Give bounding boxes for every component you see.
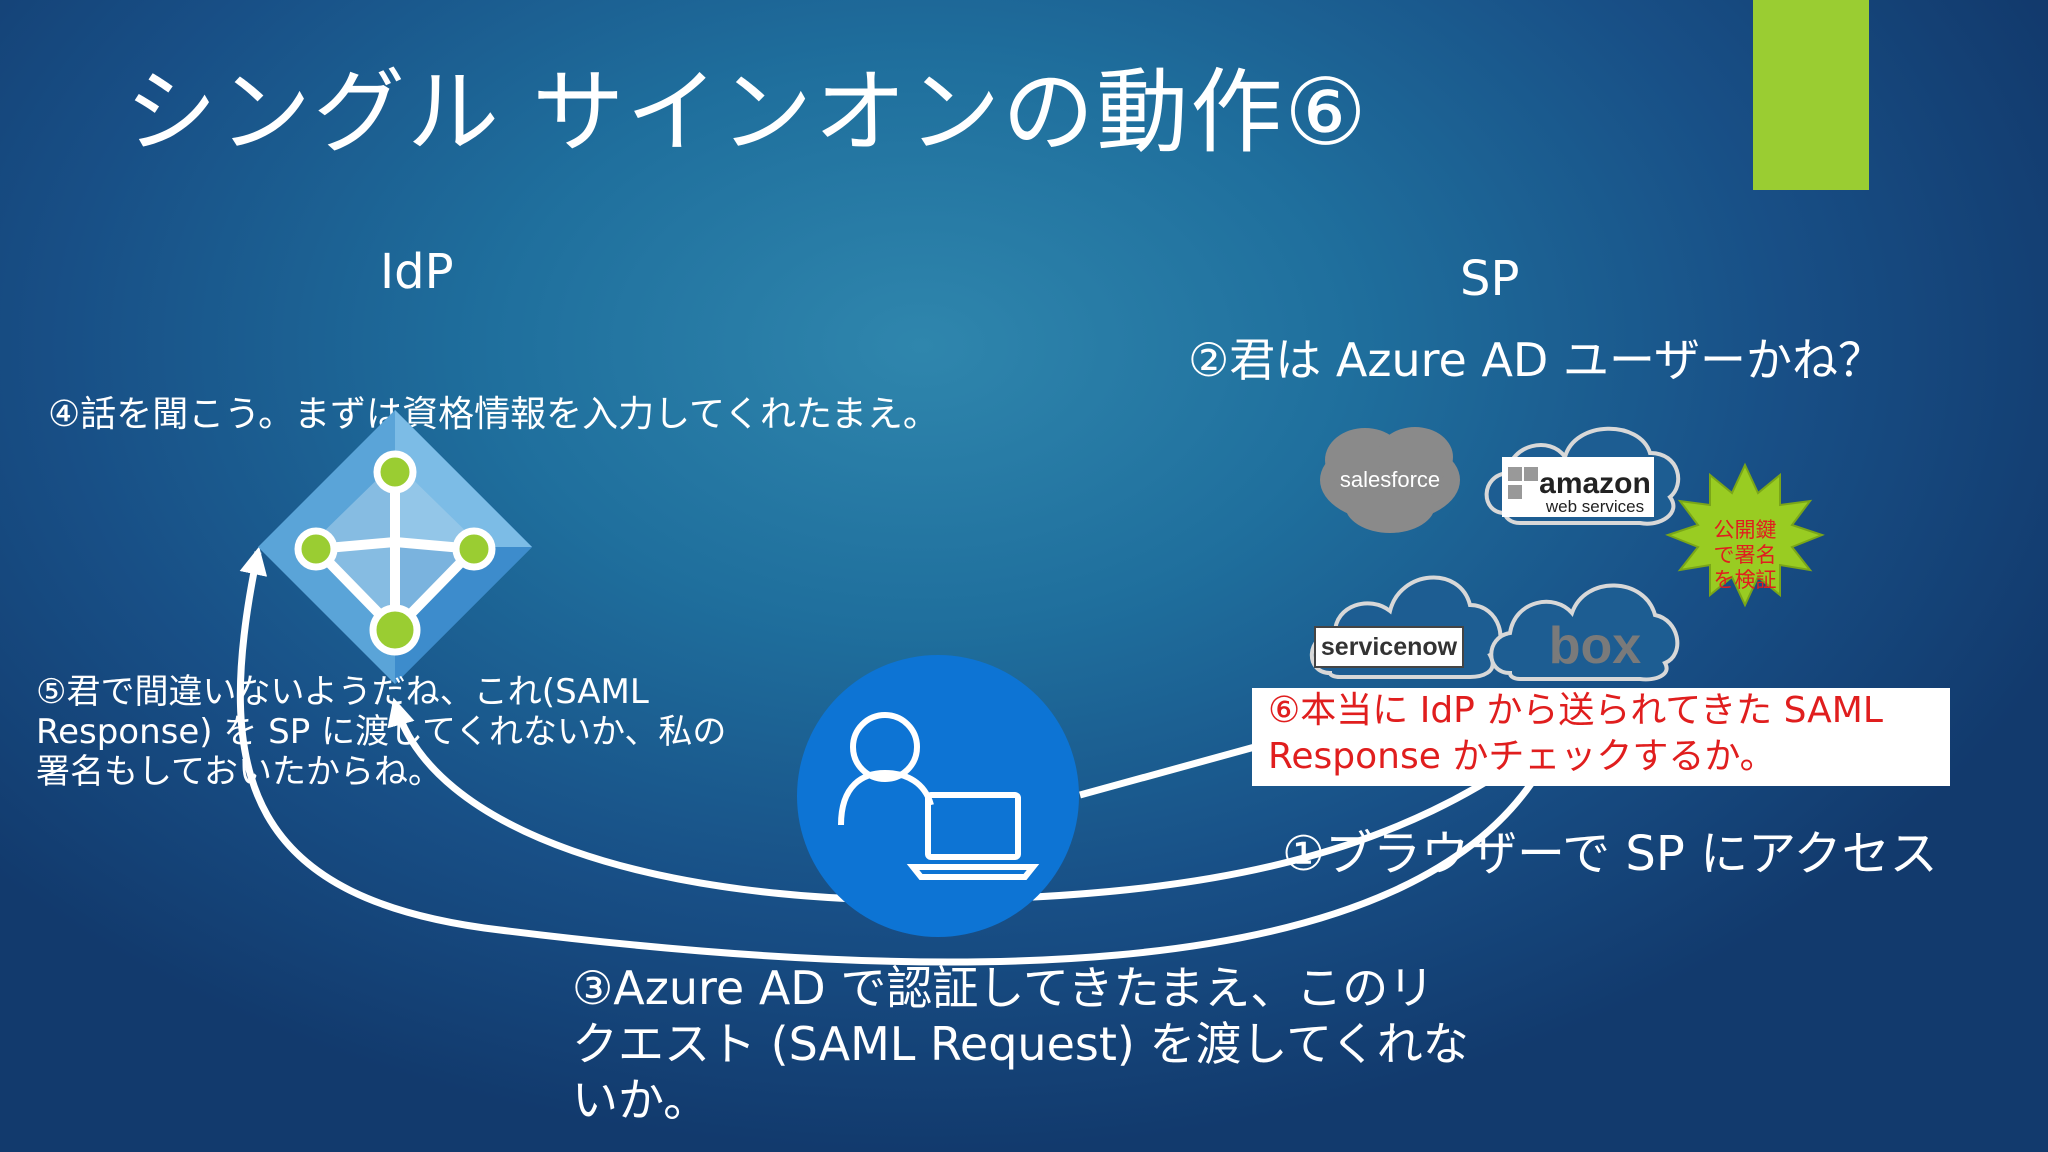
badge-line: 公開鍵 bbox=[1714, 519, 1777, 542]
step3-line: クエスト (SAML Request) を渡してくれな bbox=[572, 1017, 1469, 1072]
step3-text: ③Azure AD で認証してきたまえ、このリ クエスト (SAML Reque… bbox=[572, 960, 1469, 1128]
step3-line: ③Azure AD で認証してきたまえ、このリ bbox=[572, 961, 1435, 1015]
box-logo: box bbox=[1489, 583, 1680, 682]
step2-text: ②君は Azure AD ユーザーかね？ bbox=[1188, 333, 1885, 387]
step5-text: ⑤君で間違いないようだね、これ(SAML Response) を SP に渡して… bbox=[36, 672, 736, 792]
azure-ad-icon bbox=[250, 402, 540, 696]
step3-line: いか。 bbox=[572, 1073, 710, 1128]
verify-badge: 公開鍵 で署名 を検証 bbox=[1665, 462, 1825, 608]
box-text: box bbox=[1549, 617, 1642, 675]
slide-title: シングル サインオンの動作⑥ bbox=[125, 59, 1369, 166]
idp-label: IdP bbox=[380, 244, 454, 300]
salesforce-logo: salesforce bbox=[1320, 427, 1460, 533]
amazon-logo: amazon web services bbox=[1484, 426, 1681, 526]
step5-line: ⑤君で間違いないようだね、これ(SAML bbox=[36, 672, 649, 712]
user-laptop-icon bbox=[793, 655, 1083, 941]
amazon-text: amazon bbox=[1539, 467, 1651, 500]
step4-text: ④話を聞こう。まずは資格情報を入力してくれたまえ。 bbox=[48, 394, 939, 435]
step6-line: Response かチェックするか。 bbox=[1268, 736, 1776, 778]
step5-line: Response) を SP に渡してくれないか、私の bbox=[36, 712, 727, 753]
accent-bar bbox=[1753, 0, 1869, 190]
sp-label: SP bbox=[1460, 251, 1520, 307]
step6-note: ⑥本当に IdP から送られてきた SAML Response かチェックするか… bbox=[1252, 688, 1950, 786]
sp-logo-cluster: salesforce amazon web services serviceno… bbox=[1309, 405, 1870, 699]
badge-line: で署名 bbox=[1714, 544, 1777, 567]
servicenow-text: servicenow bbox=[1321, 633, 1458, 661]
salesforce-text: salesforce bbox=[1340, 467, 1440, 492]
badge-line: を検証 bbox=[1714, 569, 1777, 592]
step6-line: ⑥本当に IdP から送られてきた SAML bbox=[1268, 690, 1883, 731]
servicenow-logo: servicenow bbox=[1309, 575, 1503, 679]
arrow-user-to-idp bbox=[236, 546, 1543, 966]
arrow-user-to-sp bbox=[1079, 741, 1263, 799]
amazon-subtext: web services bbox=[1545, 497, 1644, 516]
step1-text: ①ブラウザーで SP にアクセス bbox=[1282, 826, 1938, 882]
step5-line: 署名もしておいたからね。 bbox=[36, 752, 442, 793]
